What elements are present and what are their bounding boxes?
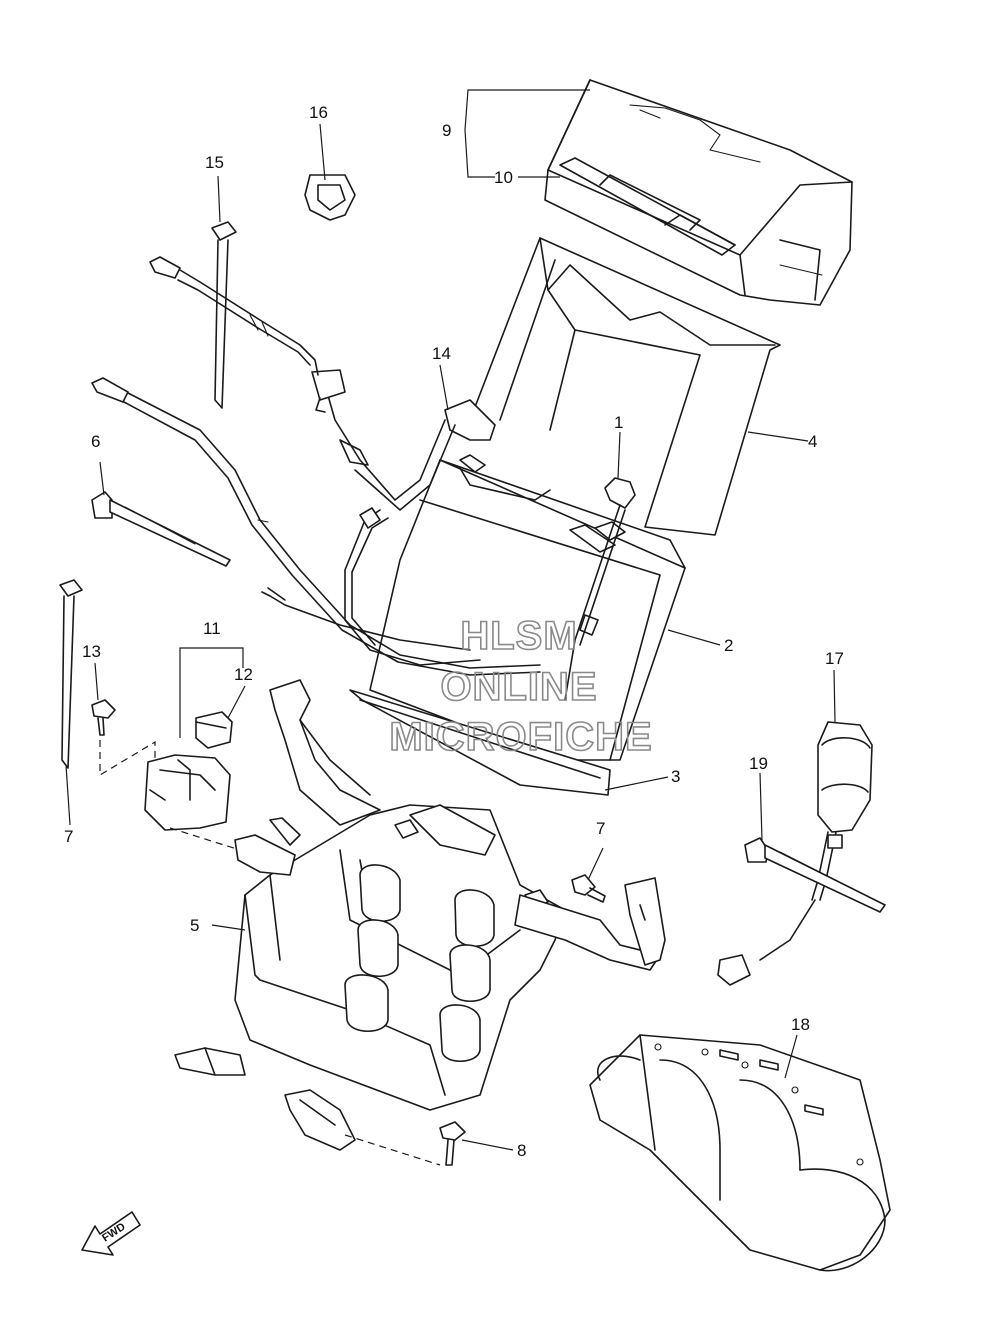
watermark-line-3: MICROFICHE [389,715,652,759]
cable-tie-15 [211,221,237,409]
cable-tie-19 [744,837,886,913]
leader-lines [65,89,836,1151]
callout-14: 14 [432,344,451,363]
callout-10: 10 [494,168,513,187]
callout-3: 3 [671,767,680,786]
battery-box-5 [174,679,666,1151]
battery-case-4 [469,237,781,536]
battery-2 [369,454,686,761]
battery-lead-14 [311,369,496,511]
fuse-12 [195,711,233,749]
watermark-line-1: HLSM [460,614,577,658]
callout-6: 6 [91,432,100,451]
watermark-line-2: ONLINE [440,665,597,709]
callout-labels: 1 2 3 4 5 6 7 7 8 9 10 11 12 13 14 15 16… [64,103,844,1160]
callout-4: 4 [808,432,817,451]
starter-cable [149,256,319,376]
callout-5: 5 [190,916,199,935]
callout-11: 11 [203,619,221,638]
cable-tie-7-left [59,579,83,769]
main-cable [91,377,541,676]
callout-2: 2 [724,636,733,655]
dc-socket-17 [717,721,873,986]
callout-17: 17 [825,649,844,668]
callout-7-right: 7 [596,819,605,838]
callout-15: 15 [205,153,224,172]
cable-tie-6 [91,491,231,567]
battery-sheet-3 [349,689,611,796]
callout-18: 18 [791,1015,810,1034]
callout-1: 1 [614,413,623,432]
bolt-7-right [571,874,606,903]
fwd-arrow-icon: FWD [81,1211,141,1256]
callout-19: 19 [749,754,768,773]
starter-relay-11 [144,754,231,831]
callout-9: 9 [442,121,451,140]
clamp-16 [304,174,356,221]
callout-16: 16 [309,103,328,122]
heat-shield-18 [589,1034,891,1272]
callout-7-left: 7 [64,827,73,846]
watermark: HLSM ONLINE MICROFICHE [389,613,653,760]
bolt-8 [439,1121,466,1166]
callout-13: 13 [82,642,101,661]
callout-8: 8 [517,1141,526,1160]
bolt-13 [91,699,116,736]
battery-cover [544,79,853,306]
battery-lead-1 [564,477,636,701]
callout-12: 12 [234,665,253,684]
